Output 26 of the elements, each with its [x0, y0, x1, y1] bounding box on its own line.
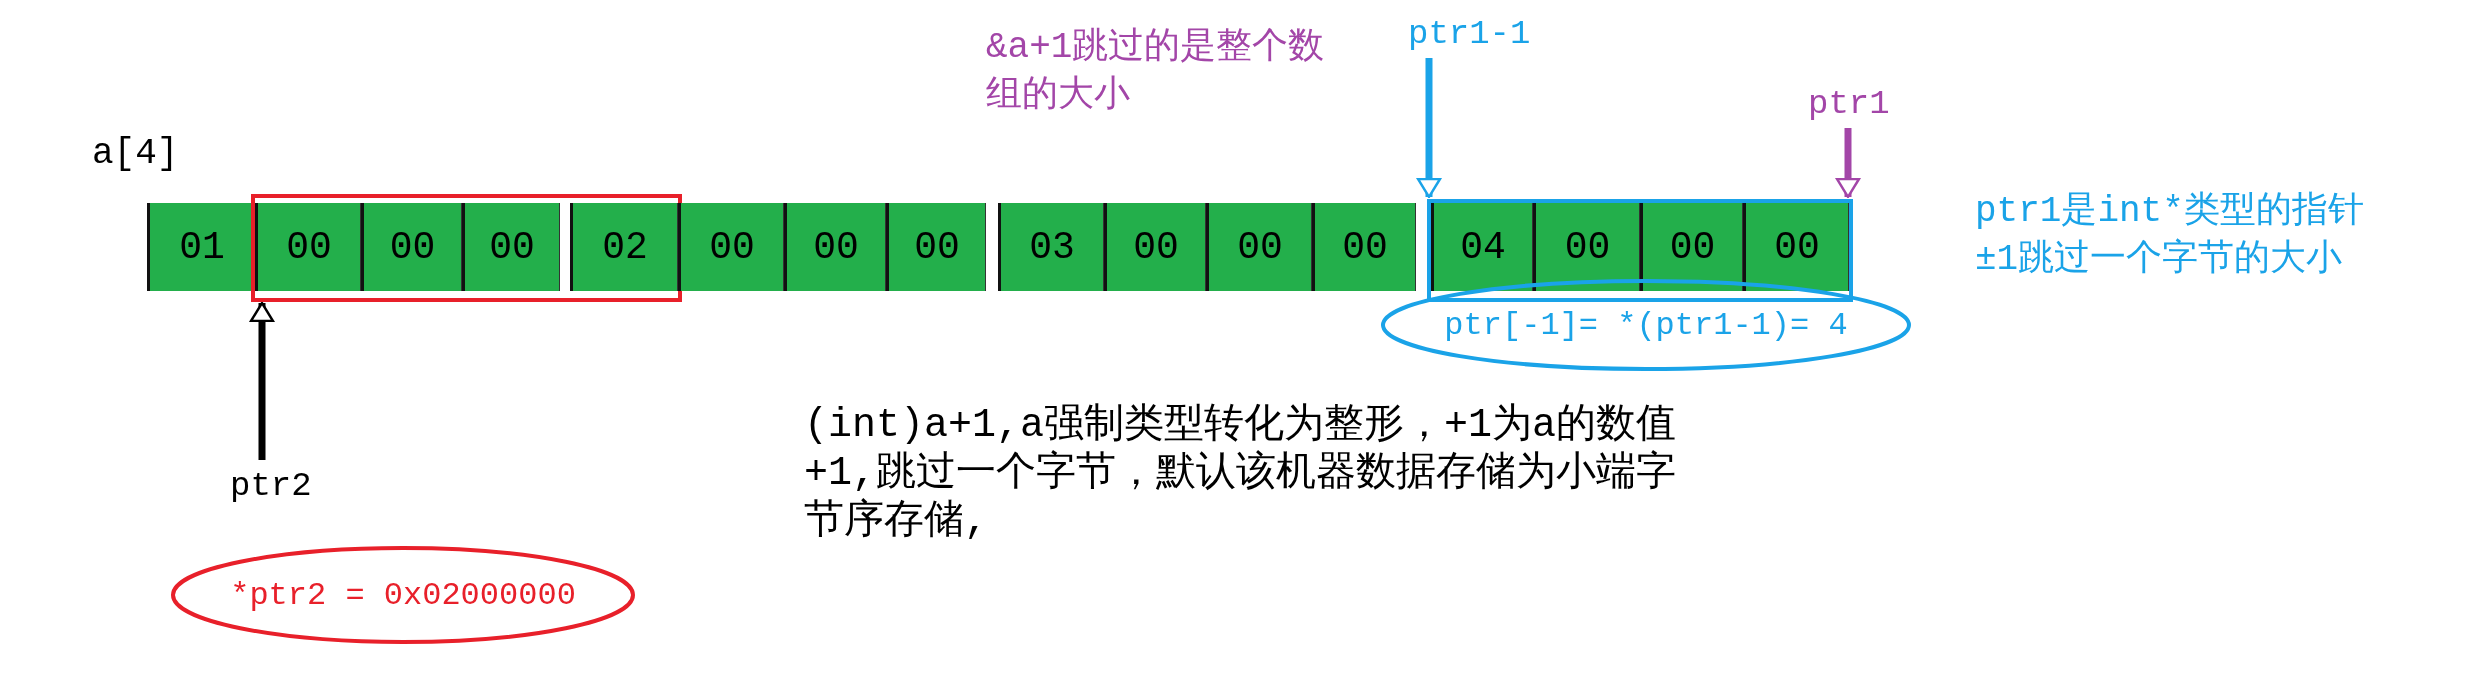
byte-cell: 04 [1431, 203, 1533, 291]
array-label: a[4] [92, 132, 180, 176]
byte-cell: 00 [784, 203, 886, 291]
highlight-box [251, 194, 682, 302]
byte-cell: 00 [1640, 203, 1743, 291]
byte-cell: 00 [361, 203, 462, 291]
byte-cell: 00 [255, 203, 361, 291]
byte-cell: 00 [886, 203, 986, 291]
callout-ellipse: ptr[-1]= *(ptr1-1)= 4 [1380, 278, 1912, 372]
note-text: (int)a+1,a强制类型转化为整形，+1为a的数值+1,跳过一个字节，默认该机器数据存储为小端字节序存储, [804, 402, 1678, 546]
byte-cell: 00 [462, 203, 560, 291]
byte-cell: 00 [1312, 203, 1416, 291]
byte-cell: 00 [1743, 203, 1849, 291]
byte-cell: 00 [1206, 203, 1312, 291]
byte-cell: 03 [998, 203, 1104, 291]
byte-cell: 00 [1533, 203, 1640, 291]
note-text: &a+1跳过的是整个数组的大小 [986, 26, 1326, 118]
byte-cell: 00 [678, 203, 784, 291]
callout-ellipse: *ptr2 = 0x02000000 [170, 545, 636, 645]
note-text: ptr1是int*类型的指针±1跳过一个字节的大小 [1975, 190, 2365, 282]
pointer-label: ptr1 [1808, 84, 1898, 124]
pointer-label: ptr2 [230, 466, 320, 506]
highlight-box [1427, 199, 1853, 302]
byte-cell: 02 [570, 203, 678, 291]
byte-cell: 00 [1104, 203, 1206, 291]
pointer-label: ptr1-1 [1408, 14, 1538, 54]
